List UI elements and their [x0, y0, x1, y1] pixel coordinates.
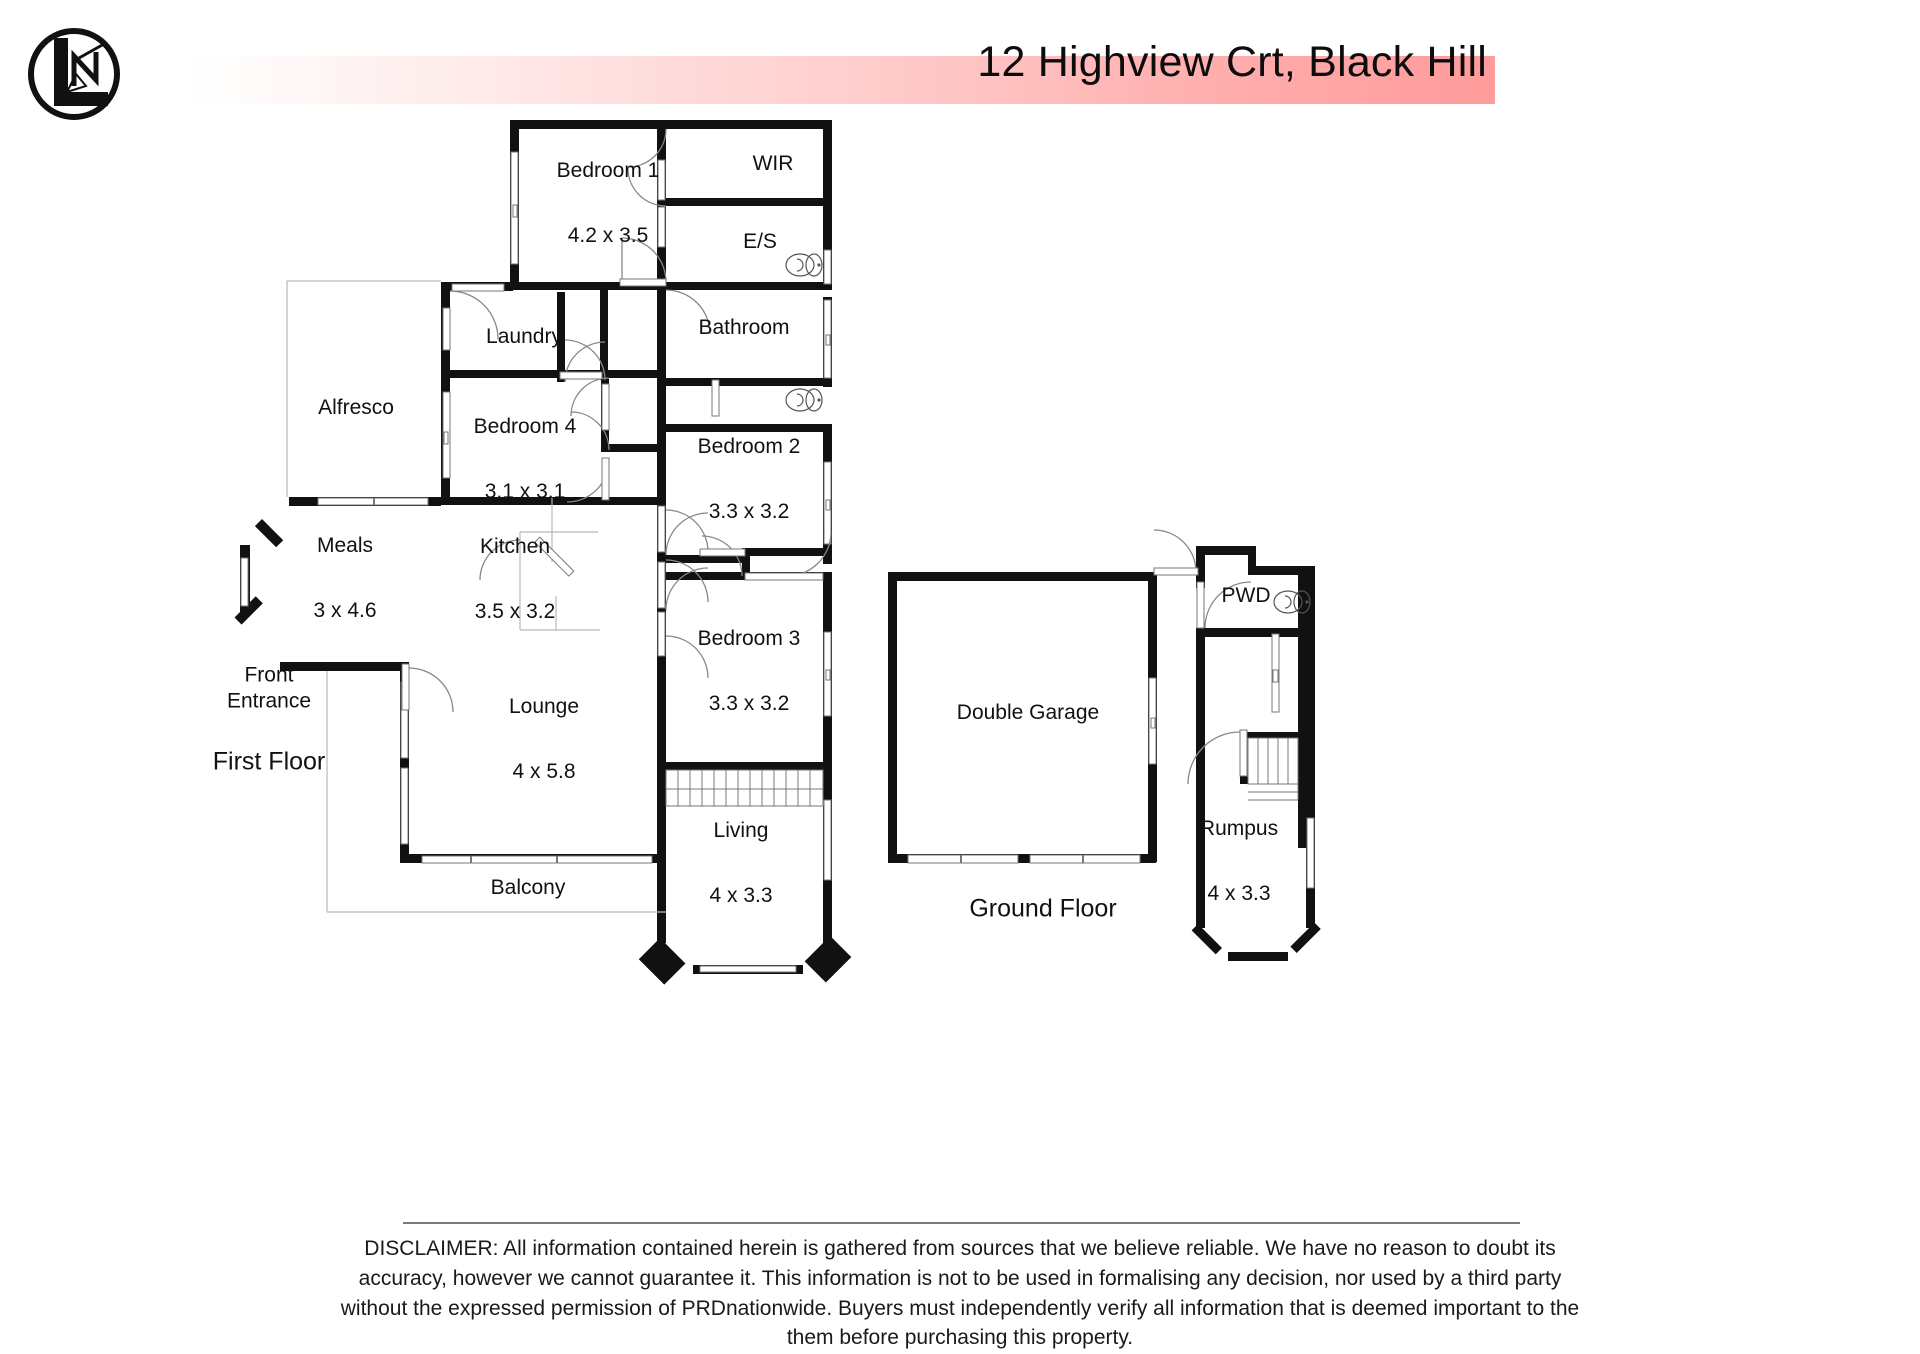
room-label-ensuite: E/S [743, 190, 777, 294]
room-label-pwd: PWD [1222, 544, 1271, 648]
room-name: Laundry [486, 325, 562, 349]
page-title: 12 Highview Crt, Black Hill [977, 38, 1487, 86]
room-dim: 3 x 4.6 [313, 598, 377, 622]
room-label-front-entrance: Front Entrance [227, 623, 311, 752]
room-name: Front Entrance [226, 663, 312, 712]
room-label-kitchen: Kitchen 3.5 x 3.2 [475, 495, 556, 663]
room-name: Bathroom [698, 316, 790, 340]
room-label-double-garage: Double Garage [957, 661, 1099, 765]
toilet-fixture-ensuite [785, 253, 823, 277]
room-name: Balcony [490, 876, 566, 900]
room-name: Living [713, 818, 769, 842]
room-dim: 4 x 5.8 [512, 759, 576, 783]
room-label-balcony: Balcony [491, 836, 566, 940]
ln-circle-logo [24, 24, 124, 124]
room-label-meals: Meals 3 x 4.6 [313, 494, 376, 662]
room-name: Lounge [508, 694, 580, 718]
room-label-alfresco: Alfresco [318, 356, 394, 460]
room-label-rumpus: Rumpus 4 x 3.3 [1200, 777, 1278, 945]
room-name: Bedroom 3 [697, 626, 801, 650]
room-label-bathroom: Bathroom [698, 276, 789, 380]
room-label-living: Living 4 x 3.3 [709, 779, 772, 947]
ground-floor-label: Ground Floor [969, 894, 1117, 923]
disclaimer-divider [403, 1222, 1520, 1224]
room-label-bedroom-3: Bedroom 3 3.3 x 3.2 [698, 587, 801, 755]
room-name: WIR [752, 152, 794, 176]
room-dim: 3.3 x 3.2 [708, 691, 790, 715]
room-label-bedroom-4: Bedroom 4 3.1 x 3.1 [474, 375, 577, 543]
room-name: Meals [316, 533, 374, 557]
room-name: Bedroom 4 [473, 414, 577, 438]
room-dim: 4 x 3.3 [1207, 881, 1271, 905]
room-name: PWD [1221, 584, 1271, 608]
room-name: Rumpus [1199, 816, 1279, 840]
room-name: Alfresco [318, 396, 394, 420]
room-label-lounge: Lounge 4 x 5.8 [509, 655, 579, 823]
room-dim: 3.3 x 3.2 [708, 499, 790, 523]
room-label-bedroom-1: Bedroom 1 4.2 x 3.5 [557, 119, 660, 287]
room-dim: 3.5 x 3.2 [474, 599, 556, 623]
room-dim: 4 x 3.3 [709, 883, 773, 907]
room-name: E/S [743, 230, 777, 254]
disclaimer-text: DISCLAIMER: All information contained he… [340, 1237, 1580, 1350]
room-label-bedroom-2: Bedroom 2 3.3 x 3.2 [698, 395, 801, 563]
room-name: Bedroom 1 [556, 158, 660, 182]
room-name: Double Garage [956, 701, 1100, 725]
first-floor-label: First Floor [212, 747, 326, 776]
room-dim: 3.1 x 3.1 [484, 479, 566, 503]
room-name: Bedroom 2 [697, 434, 801, 458]
title-gradient-band [190, 56, 1495, 104]
room-name: Kitchen [479, 534, 551, 558]
room-label-wir: WIR [753, 112, 794, 216]
room-dim: 4.2 x 3.5 [567, 223, 649, 247]
toilet-fixture-pwd [1273, 590, 1311, 614]
room-label-laundry: Laundry [486, 285, 562, 389]
